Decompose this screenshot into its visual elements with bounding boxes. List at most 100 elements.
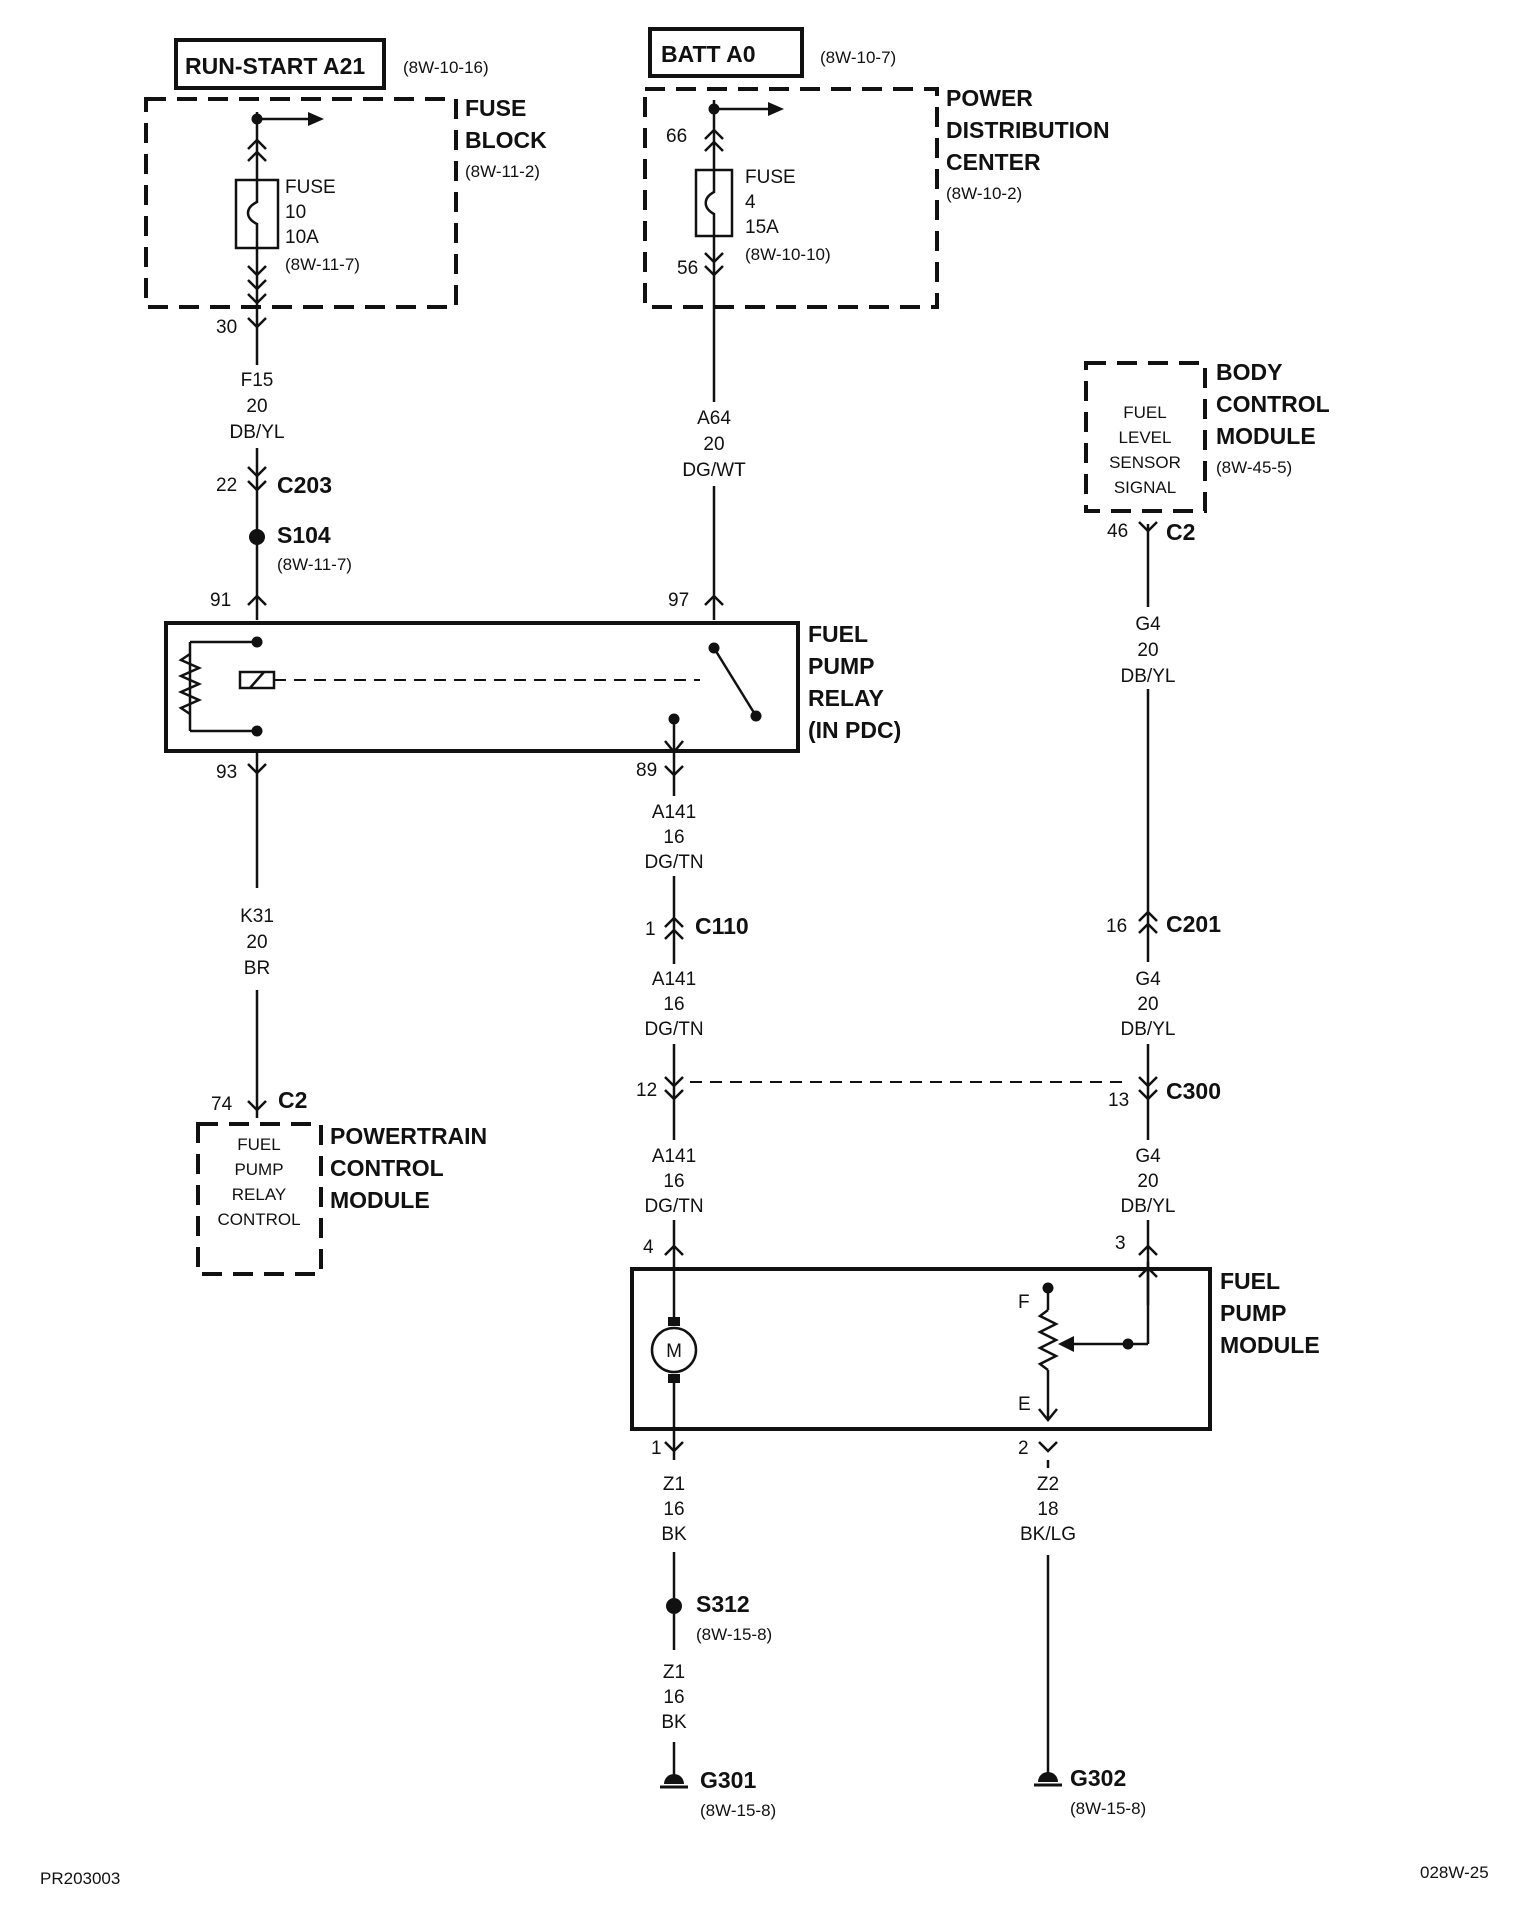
- fuse-block-arrow-icon: [308, 112, 324, 126]
- svg-text:FUEL: FUEL: [1123, 403, 1166, 422]
- svg-text:4: 4: [745, 192, 756, 213]
- batt-source-box: [648, 27, 804, 78]
- run-start-source-box: [174, 38, 386, 90]
- relay-switch-icon: [712, 647, 758, 717]
- fuel-pump-module-box: [630, 1267, 1212, 1431]
- svg-text:POWERTRAIN: POWERTRAIN: [330, 1123, 487, 1149]
- svg-text:20: 20: [703, 434, 724, 455]
- fuel-level-sender-icon: [1037, 1309, 1059, 1371]
- c300-pin-12: 12: [636, 1080, 657, 1101]
- s104-splice: [249, 529, 265, 545]
- batt-label: BATT A0: [661, 41, 756, 67]
- svg-text:DISTRIBUTION: DISTRIBUTION: [946, 117, 1110, 143]
- wire-z1-b-label: Z1 16 BK: [661, 1662, 687, 1733]
- svg-text:DB/YL: DB/YL: [230, 422, 285, 443]
- svg-text:CONTROL: CONTROL: [330, 1155, 444, 1181]
- pump-module-title: FUEL PUMP MODULE: [1220, 1268, 1320, 1358]
- wire-k31-label: K31 20 BR: [240, 906, 274, 979]
- svg-text:CONTROL: CONTROL: [217, 1210, 300, 1229]
- batt-ref: (8W-10-7): [820, 48, 896, 67]
- fuse-10-label: FUSE 10 10A (8W-11-7): [285, 177, 360, 274]
- svg-text:Z1: Z1: [663, 1662, 685, 1683]
- pump-pin-2: 2: [1018, 1438, 1029, 1459]
- svg-text:PUMP: PUMP: [234, 1160, 283, 1179]
- c201-pin: 16: [1106, 916, 1127, 937]
- s312-label: S312: [696, 1591, 750, 1617]
- relay-resistor-icon: [177, 652, 203, 716]
- relay-pin-97: 97: [668, 590, 689, 611]
- s312-ref: (8W-15-8): [696, 1625, 772, 1644]
- svg-text:SIGNAL: SIGNAL: [1114, 478, 1176, 497]
- svg-text:MODULE: MODULE: [1220, 1332, 1320, 1358]
- svg-text:FUEL: FUEL: [237, 1135, 280, 1154]
- pcm-c2-label: C2: [278, 1087, 307, 1113]
- sender-empty-label: E: [1018, 1394, 1031, 1415]
- svg-text:10A: 10A: [285, 227, 319, 248]
- svg-text:LEVEL: LEVEL: [1119, 428, 1172, 447]
- svg-text:(8W-10-2): (8W-10-2): [946, 184, 1022, 203]
- wire-a141-a-label: A141 16 DG/TN: [644, 802, 703, 873]
- svg-text:A141: A141: [652, 802, 696, 823]
- footer-right-code: 028W-25: [1420, 1863, 1489, 1882]
- svg-text:20: 20: [246, 396, 267, 417]
- svg-text:20: 20: [246, 932, 267, 953]
- svg-text:FUSE: FUSE: [285, 177, 336, 198]
- svg-text:G4: G4: [1135, 614, 1161, 635]
- g302-ref: (8W-15-8): [1070, 1799, 1146, 1818]
- bcm-signal-label: FUEL LEVEL SENSOR SIGNAL: [1109, 403, 1181, 497]
- bcm-title: BODY CONTROL MODULE (8W-45-5): [1216, 359, 1330, 477]
- svg-text:10: 10: [285, 202, 306, 223]
- svg-text:A141: A141: [652, 1146, 696, 1167]
- run-start-ref: (8W-10-16): [403, 58, 489, 77]
- svg-text:16: 16: [663, 1499, 684, 1520]
- wire-g4-top-label: G4 20 DB/YL: [1121, 614, 1176, 687]
- c110-pin: 1: [645, 919, 656, 940]
- relay-title: FUEL PUMP RELAY (IN PDC): [808, 621, 901, 743]
- svg-text:RELAY: RELAY: [808, 685, 884, 711]
- svg-text:DB/YL: DB/YL: [1121, 1019, 1176, 1040]
- svg-text:16: 16: [663, 1687, 684, 1708]
- svg-text:(IN PDC): (IN PDC): [808, 717, 901, 743]
- bcm-outline: [1084, 361, 1207, 513]
- fuel-pump-relay-box: [164, 621, 800, 753]
- svg-text:MODULE: MODULE: [330, 1187, 430, 1213]
- svg-text:A141: A141: [652, 969, 696, 990]
- svg-text:BLOCK: BLOCK: [465, 127, 547, 153]
- bcm-c2-label: C2: [1166, 519, 1195, 545]
- svg-text:PUMP: PUMP: [808, 653, 874, 679]
- c203-label: C203: [277, 472, 332, 498]
- wire-g4-mid-label: G4 20 DB/YL: [1121, 969, 1176, 1040]
- svg-text:16: 16: [663, 994, 684, 1015]
- svg-text:15A: 15A: [745, 217, 779, 238]
- motor-label: M: [666, 1341, 682, 1362]
- svg-text:RELAY: RELAY: [232, 1185, 287, 1204]
- pcm-title: POWERTRAIN CONTROL MODULE: [330, 1123, 487, 1213]
- svg-text:DG/TN: DG/TN: [644, 1019, 703, 1040]
- c110-label: C110: [695, 913, 749, 939]
- svg-text:DG/TN: DG/TN: [644, 852, 703, 873]
- svg-text:CENTER: CENTER: [946, 149, 1041, 175]
- wire-g4-low-label: G4 20 DB/YL: [1121, 1146, 1176, 1217]
- svg-text:(8W-10-10): (8W-10-10): [745, 245, 831, 264]
- svg-text:SENSOR: SENSOR: [1109, 453, 1181, 472]
- svg-text:FUEL: FUEL: [808, 621, 868, 647]
- s104-label: S104: [277, 522, 331, 548]
- s104-ref: (8W-11-7): [277, 555, 352, 574]
- bcm-c2-pin: 46: [1107, 521, 1128, 542]
- pcm-relay-control-label: FUEL PUMP RELAY CONTROL: [217, 1135, 300, 1229]
- svg-text:(8W-45-5): (8W-45-5): [1216, 458, 1292, 477]
- svg-text:(8W-11-7): (8W-11-7): [285, 255, 360, 274]
- svg-text:(8W-11-2): (8W-11-2): [465, 162, 540, 181]
- c203-pin: 22: [216, 475, 237, 496]
- run-start-label: RUN-START A21: [185, 53, 365, 79]
- relay-pin-91: 91: [210, 590, 231, 611]
- sender-wiper-icon: [1058, 1336, 1074, 1352]
- svg-text:POWER: POWER: [946, 85, 1033, 111]
- svg-text:20: 20: [1137, 1171, 1158, 1192]
- pcm-c2-pin: 74: [211, 1094, 233, 1115]
- svg-text:BODY: BODY: [1216, 359, 1282, 385]
- svg-text:FUSE: FUSE: [465, 95, 526, 121]
- svg-text:16: 16: [663, 827, 684, 848]
- svg-text:DB/YL: DB/YL: [1121, 666, 1176, 687]
